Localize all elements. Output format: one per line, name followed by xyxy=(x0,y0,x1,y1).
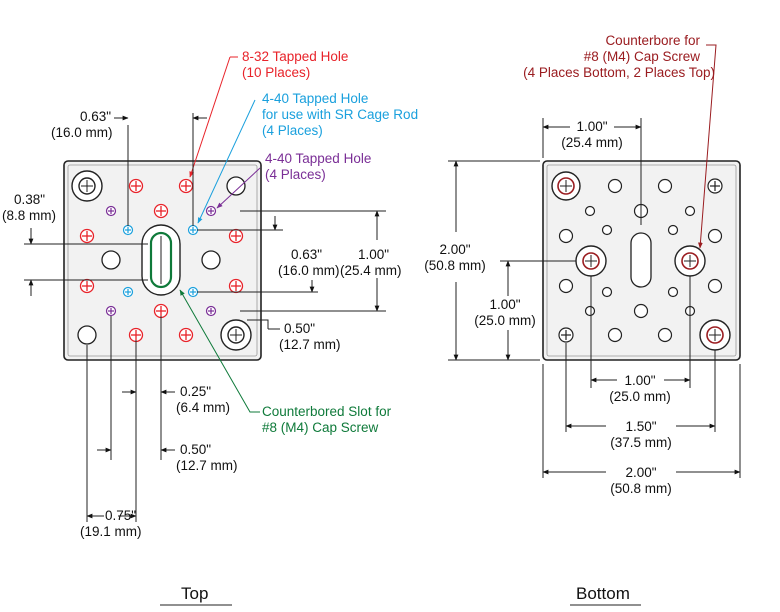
counterbored-slot xyxy=(141,224,181,296)
dim-w100t-in: 1.00" xyxy=(576,119,607,134)
top-view xyxy=(24,56,386,606)
callout-440-rod-line3: (4 Places) xyxy=(262,123,323,138)
callout-440-rod-line1: 4-40 Tapped Hole xyxy=(262,91,368,106)
callout-832-line1: 8-32 Tapped Hole xyxy=(242,49,348,64)
bottom-view xyxy=(448,44,741,606)
callout-440-rod-line2: for use with SR Cage Rod xyxy=(262,107,418,122)
dim-w100t-mm: (25.4 mm) xyxy=(561,135,623,150)
dim-063-mm: (16.0 mm) xyxy=(51,125,113,140)
dim-h200-in: 2.00" xyxy=(439,242,470,257)
counterbore-bottom xyxy=(551,171,581,201)
dim-h200-mm: (50.8 mm) xyxy=(424,258,486,273)
dim-h100-mm: (25.0 mm) xyxy=(474,313,536,328)
dim-w150-mm: (37.5 mm) xyxy=(610,435,672,450)
dim-w150-in: 1.50" xyxy=(625,419,656,434)
dim-w200-mm: (50.8 mm) xyxy=(610,481,672,496)
counterbore-bottom xyxy=(674,245,706,277)
bottom-through-holes xyxy=(558,178,723,343)
callout-slot-line2: #8 (M4) Cap Screw xyxy=(262,420,379,435)
tapped-hole-832-group xyxy=(79,178,244,343)
through-slot xyxy=(630,232,652,288)
callout-counterbore-line3: (4 Places Bottom, 2 Places Top) xyxy=(523,65,715,80)
clearance-hole xyxy=(101,250,121,270)
dim-025-mm: (6.4 mm) xyxy=(176,400,230,415)
counterbore-top-left xyxy=(71,170,103,202)
dim-063-in: 0.63" xyxy=(80,109,111,124)
callout-440-line1: 4-40 Tapped Hole xyxy=(265,151,371,166)
dim-050r-in: 0.50" xyxy=(284,321,315,336)
top-view-title: Top xyxy=(181,584,208,603)
dim-h100-in: 1.00" xyxy=(489,297,520,312)
counterbore-bottom xyxy=(699,319,731,351)
dim-063v-mm: (16.0 mm) xyxy=(278,263,340,278)
bottom-view-title: Bottom xyxy=(576,584,630,603)
dim-100v-in: 1.00" xyxy=(358,247,389,262)
dim-050r-mm: (12.7 mm) xyxy=(279,337,341,352)
counterbore-top-right xyxy=(220,319,252,351)
tapped-hole-440-group xyxy=(105,205,217,317)
clearance-hole xyxy=(201,250,221,270)
callout-counterbore-line2: #8 (M4) Cap Screw xyxy=(584,49,701,64)
callout-440-line2: (4 Places) xyxy=(265,167,326,182)
callout-832-line2: (10 Places) xyxy=(242,65,310,80)
dim-100v-mm: (25.4 mm) xyxy=(340,263,402,278)
counterbore-bottom xyxy=(575,245,607,277)
dim-050b-in: 0.50" xyxy=(180,442,211,457)
clearance-hole xyxy=(226,176,246,196)
dim-075-in: 0.75" xyxy=(105,508,136,523)
dim-063v-in: 0.63" xyxy=(291,247,322,262)
clearance-hole xyxy=(77,325,97,345)
dim-w100b-mm: (25.0 mm) xyxy=(609,389,671,404)
dim-038-mm: (8.8 mm) xyxy=(2,208,56,223)
dim-w200-in: 2.00" xyxy=(625,465,656,480)
dim-038-in: 0.38" xyxy=(14,192,45,207)
dim-025-in: 0.25" xyxy=(180,384,211,399)
dim-w100b-in: 1.00" xyxy=(624,373,655,388)
bottom-plain-holes xyxy=(558,178,723,343)
dim-050b-mm: (12.7 mm) xyxy=(176,458,238,473)
callout-slot-line1: Counterbored Slot for xyxy=(262,404,392,419)
callout-counterbore-line1: Counterbore for xyxy=(605,33,700,48)
dim-075-mm: (19.1 mm) xyxy=(80,524,142,539)
